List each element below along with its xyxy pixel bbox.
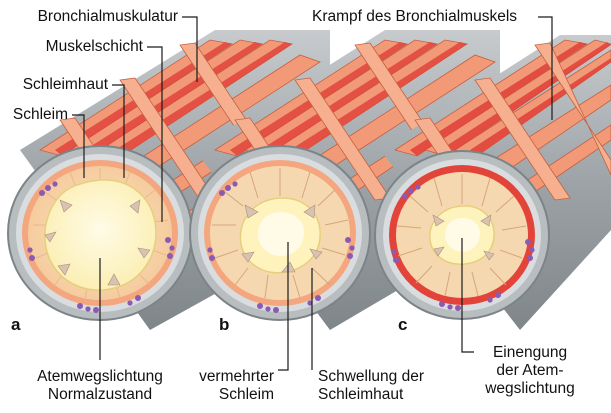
label-schwellung: Schwellung der Schleimhaut xyxy=(318,368,424,404)
label-vermehrter-line2: Schleim xyxy=(160,386,274,404)
label-schleim: Schleim xyxy=(0,106,68,124)
label-schleimhaut: Schleimhaut xyxy=(0,76,108,94)
panel-letter-a: a xyxy=(11,315,20,335)
panel-letter-c: c xyxy=(398,315,407,335)
label-muskelschicht: Muskelschicht xyxy=(0,38,143,56)
label-krampf: Krampf des Bronchialmuskels xyxy=(312,8,517,26)
label-schwellung-line1: Schwellung der xyxy=(318,368,424,386)
label-einengung-line2: der Atem- xyxy=(470,362,590,380)
cross-section-b xyxy=(190,146,370,320)
panel-letter-b: b xyxy=(219,315,229,335)
label-einengung-line3: wegslichtung xyxy=(470,380,590,398)
label-bronchialmuskulatur: Bronchialmuskulatur xyxy=(0,8,178,26)
label-vermehrter-line1: vermehrter xyxy=(160,368,274,386)
label-schwellung-line2: Schleimhaut xyxy=(318,386,424,404)
label-einengung-line1: Einengung xyxy=(470,344,590,362)
label-vermehrter-schleim: vermehrter Schleim xyxy=(160,368,274,404)
label-einengung: Einengung der Atem- wegslichtung xyxy=(470,344,590,398)
